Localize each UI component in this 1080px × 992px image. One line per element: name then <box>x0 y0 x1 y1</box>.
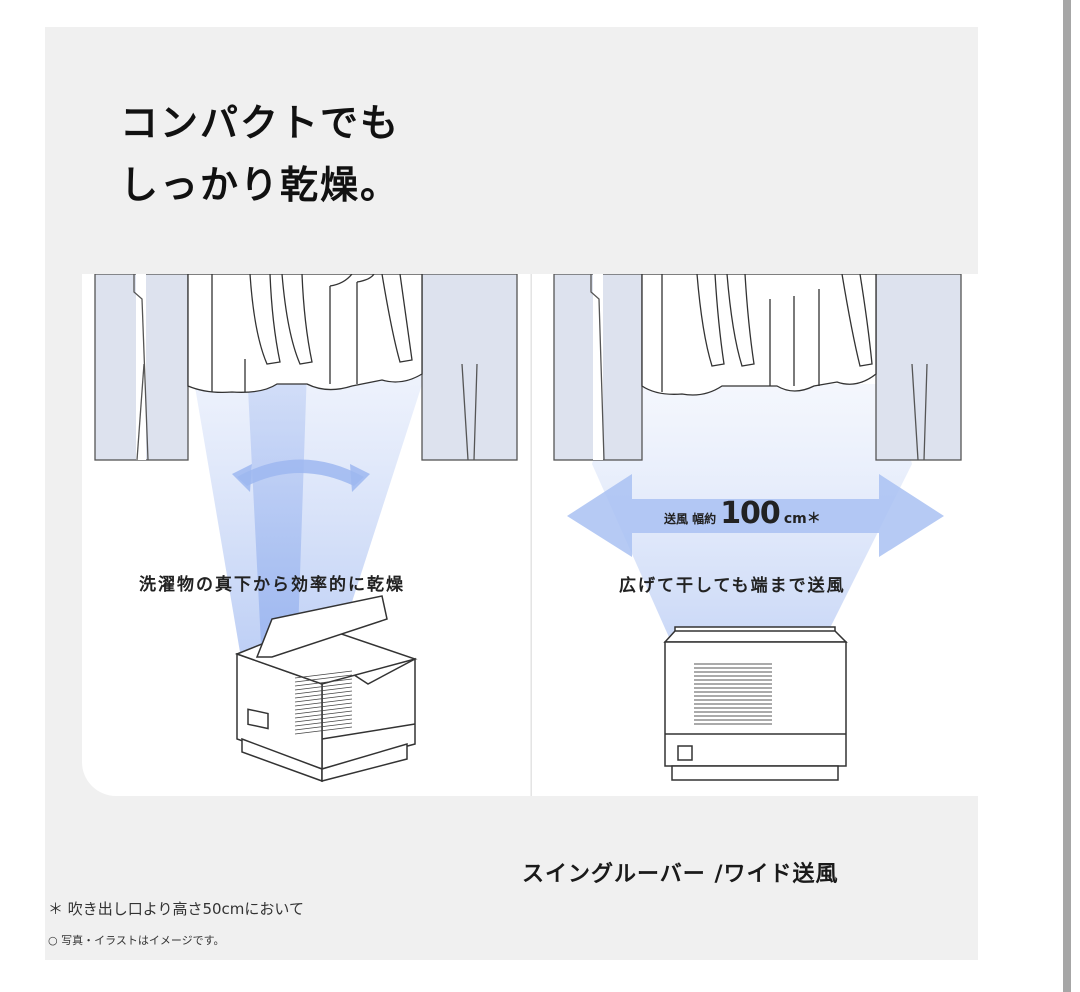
feature-title: スイングルーバー /ワイド送風 <box>522 862 839 887</box>
swing-caption: 洗濯物の真下から効率的に乾燥 <box>139 575 405 595</box>
laundry-dryer-wide-icon <box>553 274 962 781</box>
swing-arrow-icon <box>237 459 364 486</box>
swing-louver-illustration: 洗濯物の真下から効率的に乾燥 <box>82 274 530 796</box>
headline-line-1: コンパクトでも <box>120 101 401 145</box>
airflow-width-label: 送風 幅約 100 cm＊ <box>664 496 821 531</box>
asterisk-note: ＊ 吹き出し口より高さ50cmにおいて <box>48 900 304 918</box>
headline-line-2: しっかり乾燥。 <box>120 163 401 207</box>
wide-airflow-illustration: 送風 幅約 100 cm＊ 広げて干しても端まで送風 <box>531 274 979 796</box>
scrollbar[interactable] <box>1063 0 1071 992</box>
wide-airflow-arrow-icon <box>567 474 944 557</box>
airflow-width-value: 100 <box>720 496 781 531</box>
airflow-width-unit: cm＊ <box>783 511 821 527</box>
laundry-dryer-swing-icon <box>94 274 518 783</box>
airflow-width-prefix: 送風 幅約 <box>664 512 717 526</box>
page-title: コンパクトでも しっかり乾燥。 <box>120 92 400 216</box>
image-disclaimer: ○ 写真・イラストはイメージです。 <box>48 934 225 947</box>
wide-caption: 広げて干しても端まで送風 <box>619 576 846 596</box>
